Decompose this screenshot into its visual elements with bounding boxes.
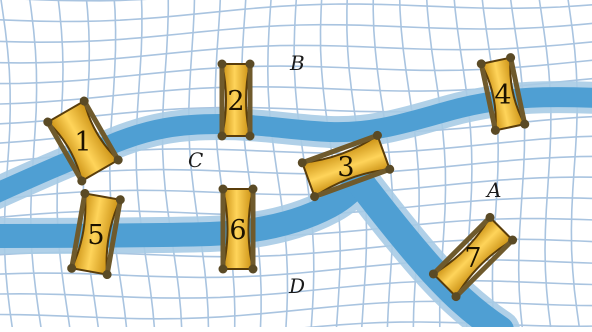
bridge-7-label: 7 (464, 243, 481, 274)
bridge-5-label: 5 (87, 220, 104, 251)
bridge-2-label: 2 (227, 86, 244, 117)
region-c-label: C (188, 148, 203, 172)
region-b-label: B (289, 51, 305, 75)
region-d-label: D (288, 274, 305, 298)
bridge-6-label: 6 (229, 215, 246, 246)
bridge-2: 2 (218, 60, 255, 141)
region-a-label: A (485, 178, 501, 202)
bridge-1-label: 1 (74, 127, 91, 158)
bridge-4-label: 4 (494, 80, 511, 111)
bridge-3-label: 3 (337, 152, 354, 183)
bridge-6: 6 (219, 185, 258, 274)
